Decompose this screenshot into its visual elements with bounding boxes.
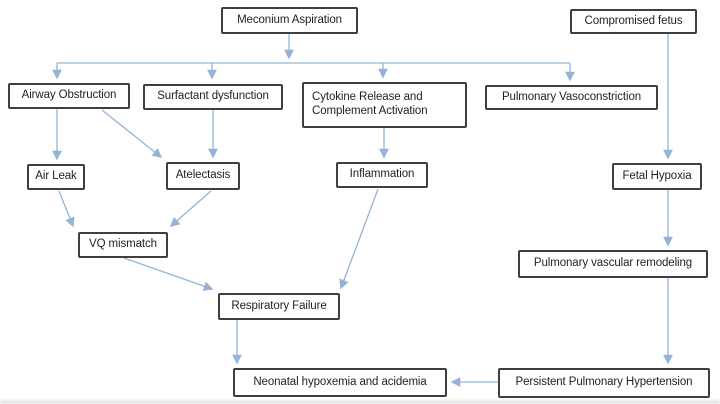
node-inflammation: Inflammation	[336, 162, 428, 188]
node-compromised-fetus: Compromised fetus	[570, 9, 697, 34]
node-pulmonary-vascular-remodeling: Pulmonary vascular remodeling	[518, 250, 708, 278]
node-airway-obstruction: Airway Obstruction	[8, 83, 130, 109]
node-vq-mismatch: VQ mismatch	[78, 232, 168, 258]
node-pulmonary-vasoconstriction: Pulmonary Vasoconstriction	[485, 85, 658, 110]
node-neonatal-hypoxemia: Neonatal hypoxemia and acidemia	[233, 368, 447, 397]
edge-atelectasis-to-vq-mismatch	[169, 190, 212, 227]
node-atelectasis: Atelectasis	[166, 162, 240, 190]
node-persistent-pulmonary-hypertension: Persistent Pulmonary Hypertension	[498, 368, 710, 398]
bottom-edge-artifact	[0, 400, 720, 404]
node-meconium-aspiration: Meconium Aspiration	[221, 7, 358, 34]
edge-vq-mismatch-to-respiratory-failure	[123, 257, 214, 291]
node-air-leak: Air Leak	[27, 164, 85, 190]
edge-airway-to-atelectasis	[101, 109, 163, 158]
edge-air-leak-to-vq-mismatch	[58, 190, 75, 228]
node-respiratory-failure: Respiratory Failure	[218, 293, 340, 320]
node-cytokine-release: Cytokine Release and Complement Activati…	[302, 82, 467, 128]
edge-inflammation-to-respiratory-failure	[339, 188, 379, 290]
node-surfactant-dysfunction: Surfactant dysfunction	[143, 84, 283, 110]
node-fetal-hypoxia: Fetal Hypoxia	[612, 163, 702, 190]
